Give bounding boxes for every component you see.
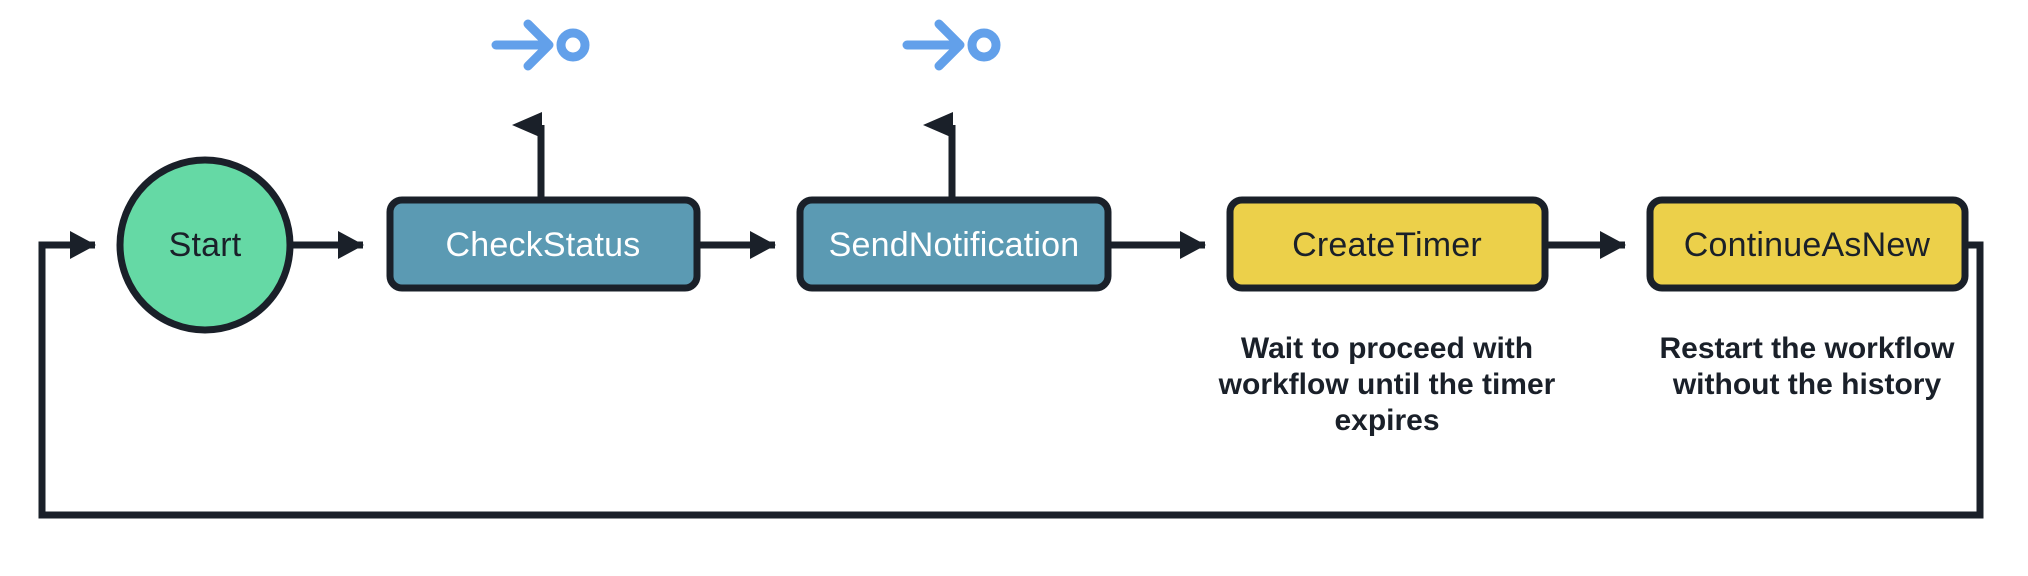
signal-icon	[902, 19, 1001, 71]
start-circle-shape	[116, 156, 294, 334]
node-check-status[interactable]: CheckStatus	[386, 196, 701, 292]
send-notification-rect-shape	[796, 196, 1112, 292]
caption-line: expires	[1334, 404, 1439, 437]
node-check-status-label: CheckStatus	[446, 226, 641, 264]
create-timer-rect-shape	[1226, 196, 1549, 292]
caption-line: Restart the workflow	[1659, 332, 1955, 365]
continue-as-new-rect-shape	[1646, 196, 1969, 292]
node-send-notification-label: SendNotification	[829, 226, 1080, 264]
node-create-timer[interactable]: CreateTimer	[1226, 196, 1549, 292]
continue-as-new-caption: Restart the workflow without the history	[1659, 332, 1955, 401]
signal-icon	[491, 19, 590, 71]
caption-line: without the history	[1672, 368, 1942, 401]
node-continue-as-new-label: ContinueAsNew	[1684, 226, 1931, 264]
signal-arrow-circle-icon	[902, 19, 1001, 71]
caption-line: workflow until the timer	[1218, 368, 1556, 401]
node-continue-as-new[interactable]: ContinueAsNew	[1646, 196, 1969, 292]
check-status-rect-shape	[386, 196, 701, 292]
node-send-notification[interactable]: SendNotification	[796, 196, 1112, 292]
node-create-timer-label: CreateTimer	[1292, 226, 1482, 264]
signal-arrow-circle-icon	[491, 19, 590, 71]
node-start[interactable]: Start	[116, 156, 294, 334]
caption-line: Wait to proceed with	[1241, 332, 1533, 365]
node-start-label: Start	[169, 226, 242, 264]
edge-loop-to-start	[38, 231, 1984, 519]
create-timer-caption: Wait to proceed with workflow until the …	[1218, 332, 1556, 437]
